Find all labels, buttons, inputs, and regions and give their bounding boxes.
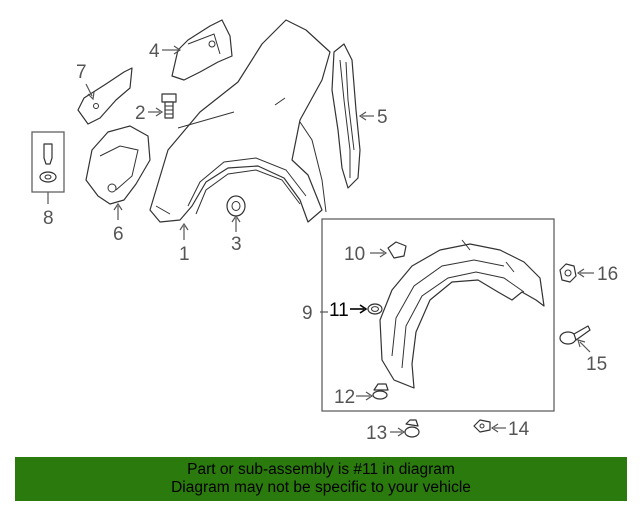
callout-6: 6 — [113, 224, 124, 245]
callout-7: 7 — [76, 62, 87, 83]
part-bracket-upper — [171, 19, 233, 81]
callout-13: 13 — [366, 423, 387, 444]
part-clip-10 — [387, 241, 407, 259]
callout-11: 11 — [329, 300, 349, 321]
callout-15: 15 — [586, 354, 607, 375]
part-nut — [226, 195, 246, 217]
callout-12: 12 — [334, 387, 355, 408]
callout-16: 16 — [597, 264, 618, 285]
callout-4: 4 — [149, 41, 160, 62]
leader-lines — [47, 45, 594, 437]
callout-14: 14 — [508, 419, 530, 440]
part-fender — [149, 19, 331, 223]
part-clip-13 — [404, 419, 420, 438]
callout-2: 2 — [135, 103, 146, 124]
part-grommet-11 — [367, 303, 383, 315]
banner-line-2: Diagram may not be specific to your vehi… — [171, 479, 471, 496]
part-nut-16 — [559, 263, 577, 283]
callout-5: 5 — [377, 107, 388, 128]
callout-3: 3 — [231, 234, 242, 255]
part-bolt — [161, 93, 177, 119]
part-clip-14 — [473, 419, 491, 433]
part-plate — [77, 67, 133, 125]
part-seal — [331, 43, 361, 189]
part-clip-kit — [31, 131, 65, 193]
part-fender-liner — [379, 239, 545, 389]
callout-9: 9 — [302, 303, 313, 324]
part-clip-12 — [372, 383, 389, 400]
part-bracket-lower — [85, 125, 151, 205]
parts-diagram: 1 2 3 4 5 6 7 8 9 10 11 12 13 14 15 16 — [31, 19, 618, 444]
callout-10: 10 — [344, 244, 365, 265]
part-screw — [559, 325, 591, 345]
info-banner: Part or sub-assembly is #11 in diagram D… — [15, 457, 627, 501]
callout-labels: 1 2 3 4 5 6 7 8 9 10 11 12 13 14 15 16 — [43, 41, 618, 444]
callout-1: 1 — [179, 244, 190, 265]
callout-8: 8 — [43, 208, 54, 229]
banner-line-1: Part or sub-assembly is #11 in diagram — [187, 461, 455, 478]
sub-assembly-box — [321, 218, 555, 412]
